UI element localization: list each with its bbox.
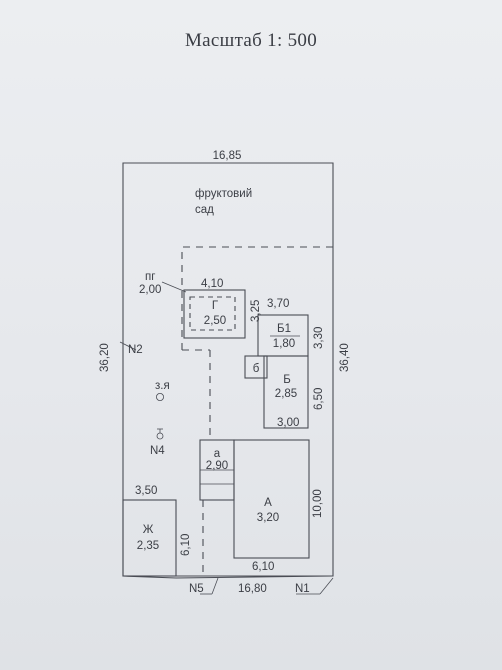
zh-letter-label: Ж xyxy=(143,524,154,536)
n5-label: N5 xyxy=(189,583,204,595)
top-width-label: 16,85 xyxy=(213,150,242,162)
b1-letter-label: Б1 xyxy=(277,323,291,335)
b-bottom-label: 3,00 xyxy=(277,417,299,429)
g-depth-label: 3,25 xyxy=(250,300,262,322)
garden-label-line1: фруктовий xyxy=(195,188,252,200)
n1-label: N1 xyxy=(295,583,310,595)
zh-height-label: 2,35 xyxy=(137,540,159,552)
building-b xyxy=(263,355,309,429)
building-zh xyxy=(122,499,177,577)
pg-value-label: 2,00 xyxy=(139,284,161,296)
b-small-letter-label: б xyxy=(253,363,260,375)
b-letter-label: Б xyxy=(283,374,291,386)
b-side-label: 6,50 xyxy=(313,388,325,410)
g-height-label: 2,50 xyxy=(204,315,226,327)
b1-width-label: 3,70 xyxy=(267,298,289,310)
b1-side-label: 3,30 xyxy=(313,327,325,349)
n1-marker-line xyxy=(319,577,334,595)
a-letter-label: А xyxy=(264,497,272,509)
scale-title: Масштаб 1: 500 xyxy=(184,30,317,51)
garden-label-line2: сад xyxy=(195,204,214,216)
building-g-inner xyxy=(189,296,236,331)
b-height-label: 2,85 xyxy=(275,388,297,400)
plot-boundary xyxy=(122,162,334,577)
g-letter-label: Г xyxy=(212,300,219,312)
a-small-letter-label: а xyxy=(214,448,221,460)
pg-mark-label: пг xyxy=(145,271,155,283)
a-height-label: 3,20 xyxy=(257,512,279,524)
n2-label: N2 xyxy=(128,344,143,356)
building-b-small xyxy=(244,355,268,379)
building-g xyxy=(183,289,246,339)
n5-marker-line xyxy=(211,577,219,595)
a-side-label: 10,00 xyxy=(312,489,324,518)
building-a xyxy=(233,439,310,559)
n4-label: N4 xyxy=(150,445,165,457)
a-bottom-label: 6,10 xyxy=(252,561,274,573)
pg-leader-line xyxy=(161,281,187,293)
a-small-height-label: 2,90 xyxy=(206,460,228,472)
yard-label: з.я xyxy=(155,380,170,392)
well-symbol xyxy=(155,392,164,401)
plot-bottom-edge-right xyxy=(175,575,334,579)
water-tap-symbol xyxy=(156,428,164,440)
bottom-width-label: 16,80 xyxy=(238,583,267,595)
zh-width-label: 3,50 xyxy=(135,485,157,497)
left-length-label: 36,20 xyxy=(99,343,111,372)
b1-height-label: 1,80 xyxy=(273,338,295,350)
zh-side-label: 6,10 xyxy=(180,534,192,556)
right-length-label: 36,40 xyxy=(339,343,351,372)
g-width-label: 4,10 xyxy=(201,278,223,290)
n2-marker-line xyxy=(119,341,137,351)
